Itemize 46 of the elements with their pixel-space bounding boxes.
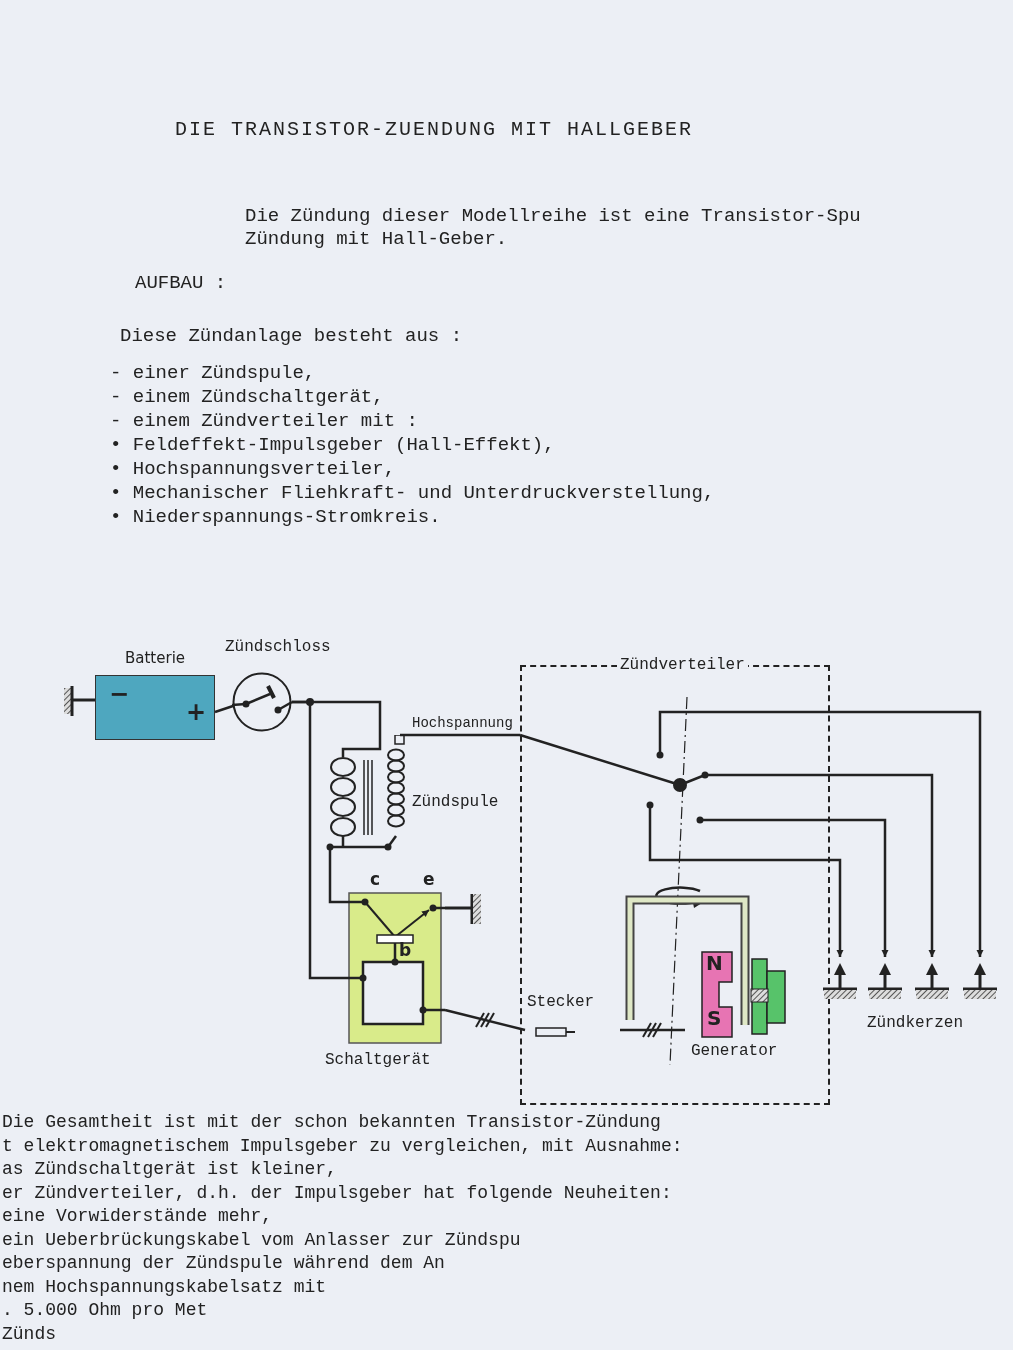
section-heading: AUFBAU : <box>135 272 227 295</box>
pole-label: S <box>707 1006 722 1030</box>
title: DIE TRANSISTOR-ZUENDUNG MIT HALLGEBER <box>175 118 694 141</box>
list-item: • Feldeffekt-Impulsgeber (Hall-Effekt), <box>110 434 555 457</box>
paragraph-line: Die Gesamtheit ist mit der schon bekannten Transistor-Zündung <box>2 1112 661 1134</box>
pole-label: N <box>706 951 723 975</box>
paragraph-line: eine Vorwiderstände mehr, <box>2 1206 273 1228</box>
node-label: Schaltgerät <box>325 1050 431 1070</box>
polarity-sign: − <box>109 680 130 709</box>
node-label: Zündschloss <box>225 637 331 657</box>
wire <box>620 1022 685 1038</box>
node-label: Zündspule <box>412 792 499 812</box>
paragraph-line: eberspannung der Zündspule während dem An <box>2 1253 445 1275</box>
node-label: Zündkerzen <box>867 1013 963 1033</box>
pin-label: e <box>423 869 435 890</box>
paragraph-line: . 5.000 Ohm pro Met <box>2 1300 208 1322</box>
list-item: - einer Zündspule, <box>110 362 316 385</box>
node-label: Batterie <box>125 648 186 668</box>
arrow <box>830 818 889 957</box>
paragraph-line: er Zündverteiler, d.h. der Impulsgeber hat folgende Neuheiten: <box>2 1182 672 1205</box>
wire <box>328 855 345 904</box>
paragraph-line: nem Hochspannungskabelsatz mit <box>2 1276 327 1299</box>
paragraph: Diese Zündanlage besteht aus : <box>120 325 463 348</box>
list-item: - einem Zündschaltgerät, <box>110 386 384 409</box>
edge-label: Hochspannung <box>412 713 513 733</box>
polarity-sign: + <box>186 698 207 727</box>
pin-label: b <box>399 940 412 961</box>
arrow <box>830 710 984 957</box>
arrow <box>830 858 844 957</box>
paragraph: Die Zündung dieser Modellreihe ist eine Transistor-Spu Zündung mit Hall-Geber. <box>245 205 862 251</box>
paragraph-line: t elektromagnetischem Impulsgeber zu vergleichen, mit Ausnahme: <box>2 1135 683 1158</box>
node-label: Generator <box>691 1041 778 1061</box>
wire <box>400 733 520 737</box>
list-item: - einem Zündverteiler mit : <box>110 410 418 433</box>
paragraph-line: as Zündschaltgerät ist kleiner, <box>2 1159 337 1181</box>
wire <box>214 704 234 714</box>
wire <box>292 700 345 980</box>
paragraph-line: Zünds <box>2 1323 56 1346</box>
node-label: Stecker <box>527 992 595 1012</box>
paragraph-line: ein Ueberbrückungskabel vom Anlasser zur Zündspu <box>2 1229 521 1252</box>
pin-label: c <box>370 869 381 890</box>
wire <box>444 1008 526 1032</box>
list-item: • Hochspannungsverteiler, <box>110 458 396 481</box>
list-item: • Niederspannungs-Stromkreis. <box>110 506 441 529</box>
list-item: • Mechanischer Fliehkraft- und Unterdruckverstellung, <box>110 482 715 505</box>
arrow <box>830 773 936 957</box>
